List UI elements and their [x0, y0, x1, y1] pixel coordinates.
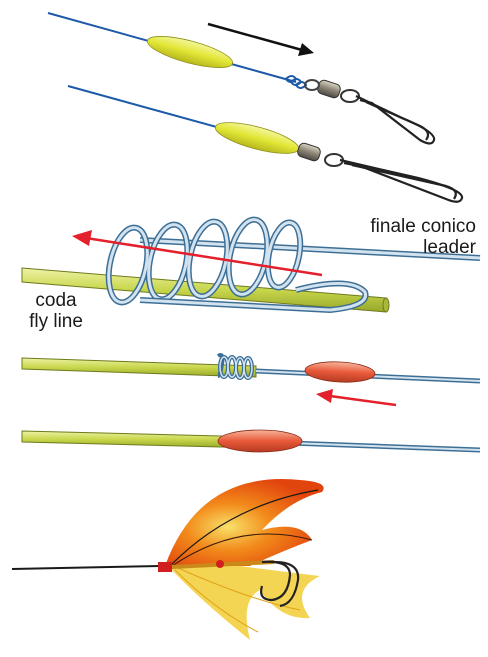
- arrow-left-head: [316, 389, 333, 403]
- arrow-right-icon: [208, 24, 302, 50]
- tippet-line: [12, 566, 160, 569]
- orange-bead: [305, 360, 376, 384]
- fly-line-label-line1: coda: [16, 290, 96, 311]
- leader-label-line1: finale conico: [356, 216, 476, 237]
- swivel-snap-icon: [296, 142, 462, 202]
- panel-bead-swivel: [68, 86, 462, 202]
- salmon-fly-icon: [12, 479, 324, 640]
- orange-bead: [218, 430, 302, 452]
- panel-bead-covered: [22, 430, 480, 452]
- leader-label-line2: leader: [356, 237, 476, 258]
- yellow-bead: [145, 30, 236, 74]
- arrow-left-head: [72, 230, 92, 246]
- swivel-snap-icon: [305, 79, 434, 144]
- leader-label: finale conico leader: [356, 216, 476, 258]
- fly-line-label-line2: fly line: [16, 311, 96, 332]
- fly-line-label: coda fly line: [16, 290, 96, 332]
- yellow-bead: [213, 116, 302, 160]
- panel-knot-done: [22, 355, 480, 405]
- arrow-left-icon: [330, 396, 396, 405]
- arrow-right-head: [298, 43, 314, 56]
